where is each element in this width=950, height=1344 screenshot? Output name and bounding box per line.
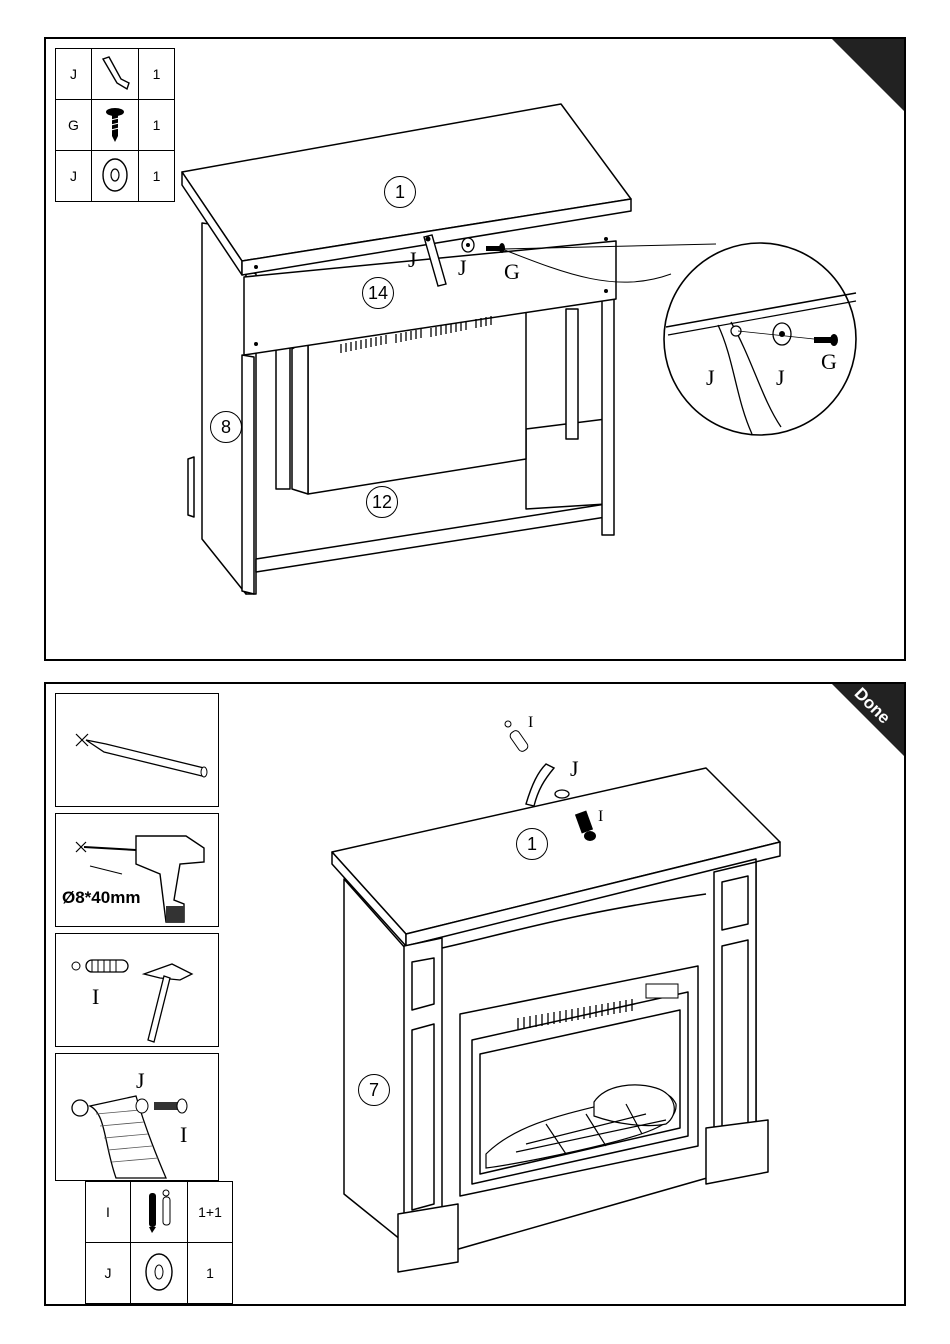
mantel-back-illustration [46, 39, 906, 661]
callout-bracket: J [408, 247, 417, 273]
detail-callout-screw: G [821, 349, 837, 375]
step-panel-bracket-install: J 1 G 1 J 1 [44, 37, 906, 661]
part-number-insert: 12 [366, 486, 398, 518]
part-number-side: 7 [358, 1074, 390, 1106]
callout-screw: G [504, 259, 520, 285]
callout-anchor: I [528, 714, 533, 732]
callout-bracket: J [570, 756, 579, 782]
detail-callout-washer: J [776, 365, 785, 391]
finished-fireplace-illustration [46, 684, 906, 1306]
part-number-top: 1 [516, 828, 548, 860]
part-number-side: 8 [210, 411, 242, 443]
callout-screw: I [598, 808, 603, 826]
detail-callout-bracket: J [706, 365, 715, 391]
part-number-top: 1 [384, 176, 416, 208]
part-number-apron: 14 [362, 277, 394, 309]
step-panel-wall-anchor: Done Ø8*40mm I [44, 682, 906, 1306]
callout-washer: J [458, 255, 467, 281]
